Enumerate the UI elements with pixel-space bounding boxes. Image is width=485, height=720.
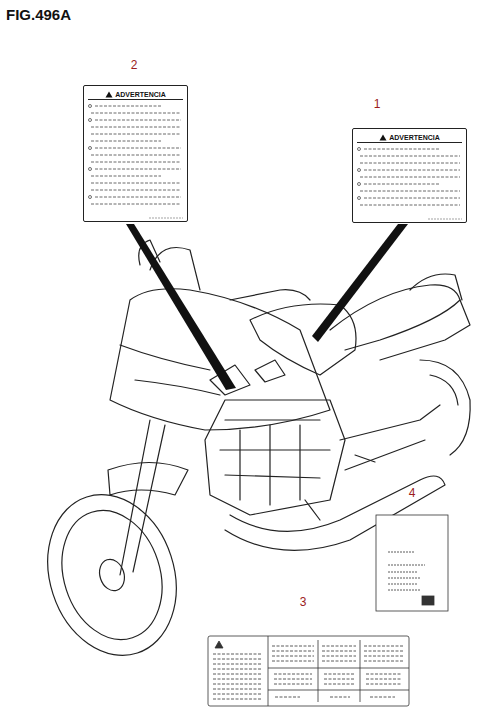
callout-number: 1 <box>374 97 381 111</box>
callout-number: 4 <box>409 486 416 500</box>
label-text-lines <box>353 129 468 224</box>
spec-label <box>208 636 409 706</box>
warning-header: ADVERTENCIA <box>357 133 462 143</box>
warning-triangle <box>379 134 387 141</box>
warning-label: ADVERTENCIA <box>352 128 467 223</box>
figure-title: FIG.496A <box>6 6 71 23</box>
warning-triangle <box>105 91 113 98</box>
leader-line <box>312 224 408 342</box>
warning-heading: ADVERTENCIA <box>115 91 166 98</box>
callout-number: 3 <box>300 595 307 609</box>
manual-label <box>376 515 448 611</box>
leader-line <box>126 224 236 390</box>
warning-label: ADVERTENCIA <box>83 85 188 222</box>
label-text-lines <box>84 86 189 223</box>
callout-number: 2 <box>131 58 138 72</box>
warning-heading: ADVERTENCIA <box>389 134 440 141</box>
warning-header: ADVERTENCIA <box>88 90 183 100</box>
